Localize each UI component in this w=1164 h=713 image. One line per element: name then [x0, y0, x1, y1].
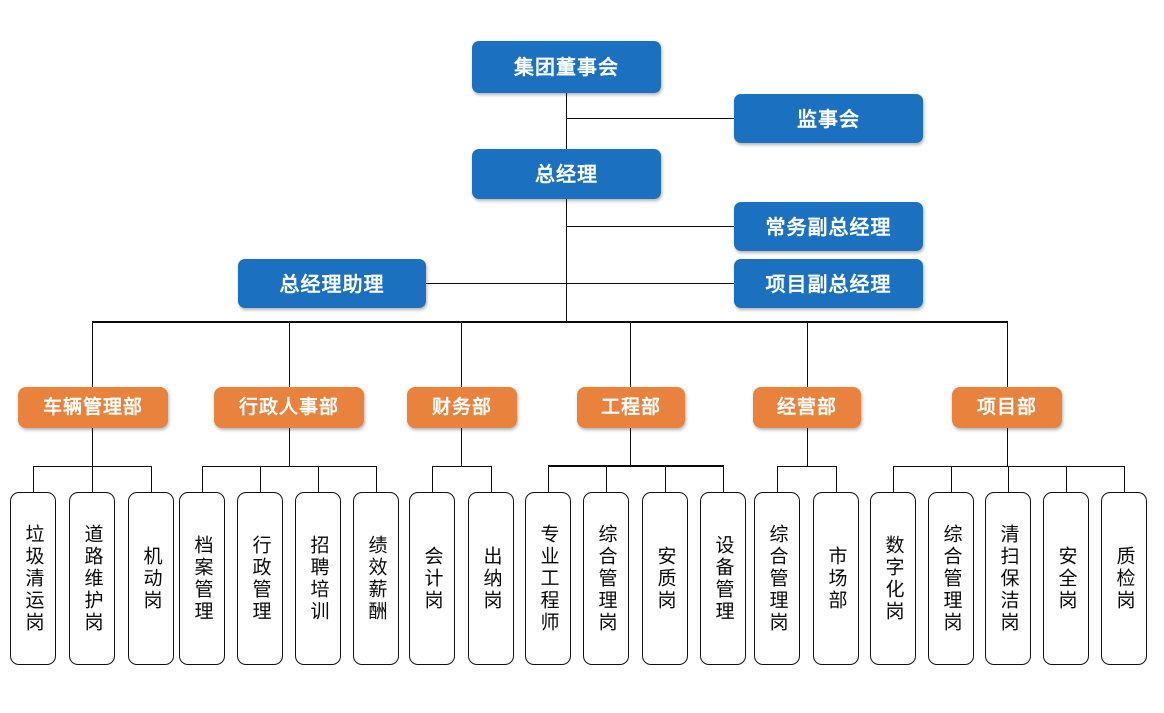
- node-position-archive-management[interactable]: 档案管理: [179, 492, 225, 665]
- connector-bus-to-dept-3: [630, 321, 631, 387]
- connector-department-bus: [92, 321, 1008, 323]
- connector-dept-2-drop-1: [491, 466, 492, 492]
- node-position-equipment-management[interactable]: 设备管理: [700, 492, 746, 665]
- connector-dept-3-drop-1: [606, 466, 607, 492]
- node-department-vehicle-management[interactable]: 车辆管理部: [18, 387, 168, 428]
- connector-dept-5-drop-3: [1066, 466, 1067, 492]
- connector-bus-to-dept-5: [1007, 321, 1008, 387]
- node-position-comprehensive-management-project[interactable]: 综合管理岗: [928, 492, 974, 665]
- node-position-professional-engineer[interactable]: 专业工程师: [525, 492, 571, 665]
- node-department-engineering[interactable]: 工程部: [577, 387, 685, 428]
- connector-dept-3-stem: [630, 426, 631, 466]
- connector-bus-to-dept-0: [92, 321, 93, 387]
- node-department-project[interactable]: 项目部: [952, 387, 1062, 428]
- node-position-recruitment-training[interactable]: 招聘培训: [295, 492, 341, 665]
- connector-dept-4-stem: [807, 426, 808, 466]
- connector-bus-to-dept-4: [807, 321, 808, 387]
- connector-dept-1-bus: [202, 466, 376, 467]
- node-position-administration-management[interactable]: 行政管理: [237, 492, 283, 665]
- connector-dept-2-bus: [432, 466, 491, 467]
- connector-dept-4-drop-1: [836, 466, 837, 492]
- connector-dept-0-drop-1: [92, 466, 93, 492]
- connector-dept-3-drop-0: [548, 466, 549, 492]
- connector-dept-4-bus: [777, 466, 836, 467]
- connector-dept-3-drop-2: [665, 466, 666, 492]
- connector-dept-2-stem: [461, 426, 462, 466]
- node-position-mobile-duty[interactable]: 机动岗: [128, 492, 174, 665]
- node-department-operations[interactable]: 经营部: [753, 387, 861, 428]
- node-position-road-maintenance[interactable]: 道路维护岗: [69, 492, 115, 665]
- connector-dept-3-bus: [548, 465, 724, 467]
- node-position-cashier[interactable]: 出纳岗: [468, 492, 514, 665]
- node-supervisory-board[interactable]: 监事会: [734, 94, 923, 143]
- node-position-performance-compensation[interactable]: 绩效薪酬: [353, 492, 399, 665]
- node-board-of-directors[interactable]: 集团董事会: [472, 41, 661, 93]
- node-position-marketing[interactable]: 市场部: [813, 492, 859, 665]
- node-position-comprehensive-management-engineering[interactable]: 综合管理岗: [583, 492, 629, 665]
- connector-dept-3-drop-3: [723, 466, 724, 492]
- connector-dept-5-drop-0: [893, 466, 894, 492]
- connector-gm-to-exec-deputy: [566, 226, 734, 227]
- node-position-quality-inspection[interactable]: 质检岗: [1101, 492, 1147, 665]
- node-position-accounting[interactable]: 会计岗: [409, 492, 455, 665]
- node-general-manager-assistant[interactable]: 总经理助理: [238, 259, 426, 308]
- connector-dept-1-drop-1: [260, 466, 261, 492]
- connector-gm-assistant-to-gm: [425, 283, 566, 284]
- node-position-digitalization[interactable]: 数字化岗: [870, 492, 916, 665]
- connector-bus-to-dept-1: [289, 321, 290, 387]
- node-position-cleaning-sanitation[interactable]: 清扫保洁岗: [985, 492, 1031, 665]
- connector-dept-2-drop-0: [432, 466, 433, 492]
- connector-dept-5-drop-2: [1008, 466, 1009, 492]
- node-department-administration-hr[interactable]: 行政人事部: [214, 387, 364, 428]
- node-position-safety-quality[interactable]: 安质岗: [642, 492, 688, 665]
- connector-dept-1-drop-0: [202, 466, 203, 492]
- connector-dept-0-stem: [92, 426, 93, 466]
- connector-gm-to-project-deputy: [566, 283, 734, 284]
- connector-dept-5-stem: [1007, 426, 1008, 466]
- connector-gm-down: [566, 199, 567, 323]
- connector-board-to-gm: [566, 93, 567, 153]
- node-position-comprehensive-management-operations[interactable]: 综合管理岗: [754, 492, 800, 665]
- node-executive-deputy-general-manager[interactable]: 常务副总经理: [734, 202, 923, 251]
- node-position-waste-transport[interactable]: 垃圾清运岗: [10, 492, 56, 665]
- connector-bus-to-dept-2: [461, 321, 462, 387]
- connector-dept-1-stem: [289, 426, 290, 466]
- connector-dept-0-drop-0: [33, 466, 34, 492]
- connector-dept-5-drop-1: [951, 466, 952, 492]
- connector-dept-1-drop-2: [318, 466, 319, 492]
- node-position-safety[interactable]: 安全岗: [1043, 492, 1089, 665]
- connector-dept-5-drop-4: [1124, 466, 1125, 492]
- connector-gm-stem-to-supervisory-board: [566, 118, 734, 119]
- node-general-manager[interactable]: 总经理: [472, 149, 661, 199]
- connector-dept-0-drop-2: [151, 466, 152, 492]
- node-department-finance[interactable]: 财务部: [407, 387, 517, 428]
- node-project-deputy-general-manager[interactable]: 项目副总经理: [734, 259, 923, 308]
- connector-dept-4-drop-0: [777, 466, 778, 492]
- connector-dept-1-drop-3: [376, 466, 377, 492]
